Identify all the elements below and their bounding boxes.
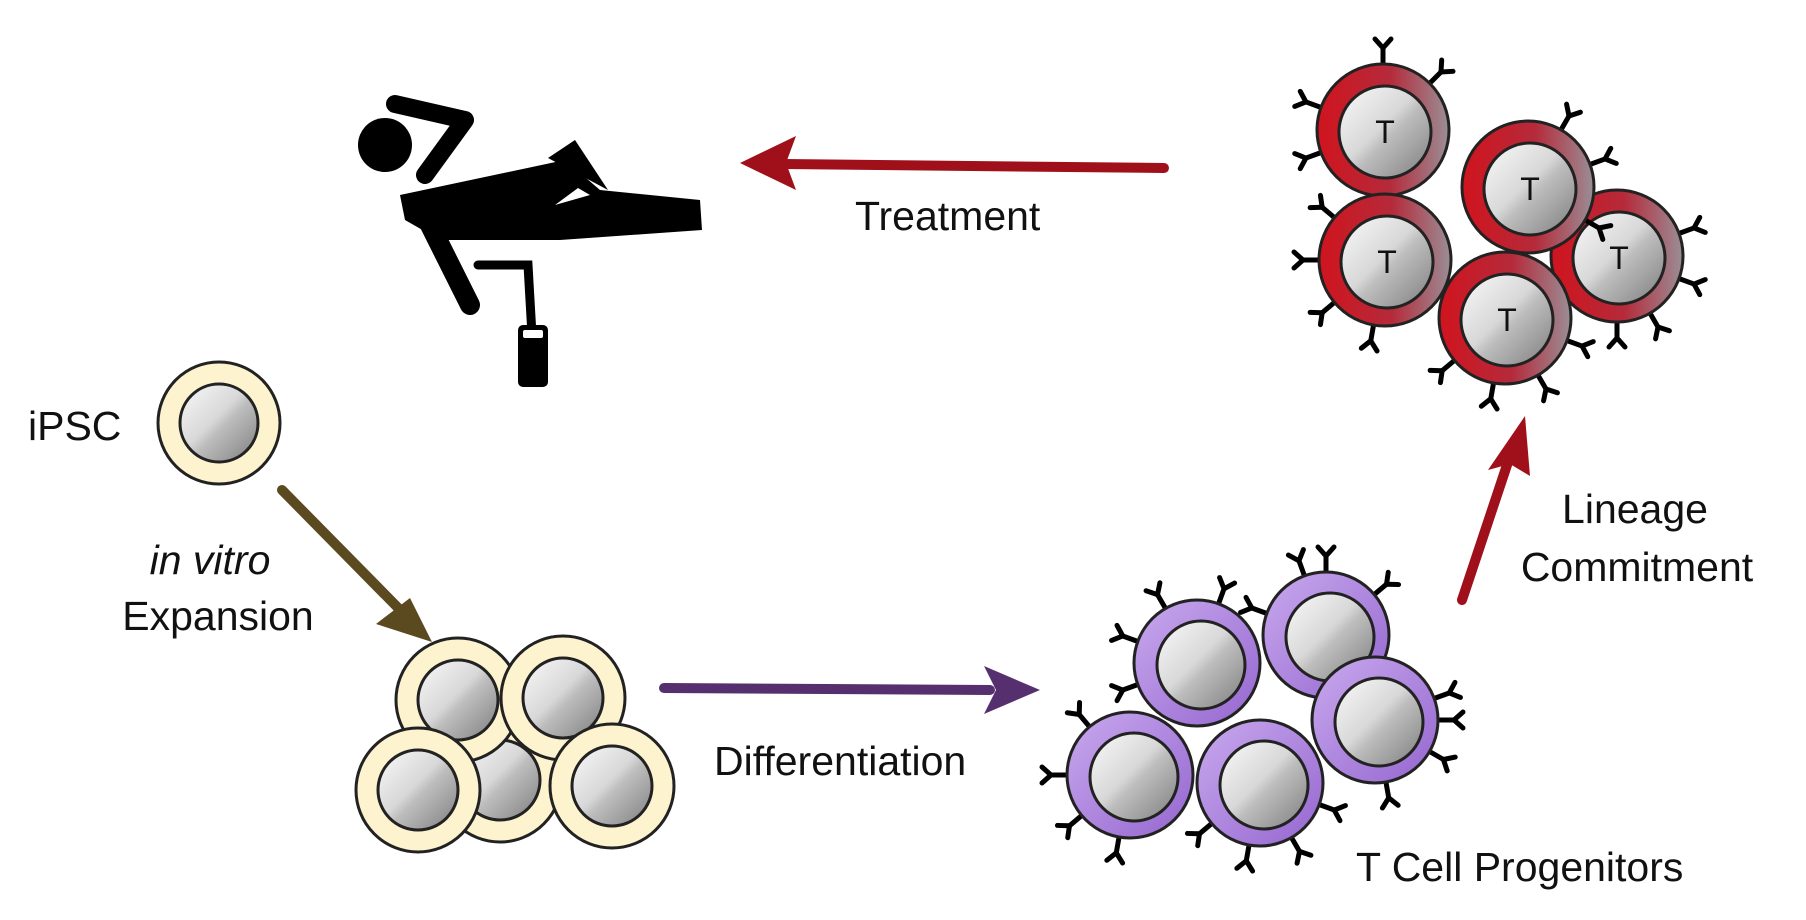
receptor-glyph — [1234, 840, 1256, 874]
patient-in-bed-with-iv-icon — [358, 95, 702, 387]
receptor-glyph — [1433, 709, 1466, 731]
t-cell-marker-label: T — [1375, 114, 1395, 150]
receptor-glyph — [1238, 594, 1272, 617]
receptor-glyph — [1429, 679, 1463, 702]
receptor-glyph — [1104, 832, 1126, 866]
receptor-glyph — [1285, 547, 1308, 581]
in-vitro-label: in vitro — [149, 537, 271, 583]
receptor-glyph — [1425, 57, 1456, 88]
receptor-glyph — [1557, 101, 1583, 135]
t-cell-progenitor — [1184, 718, 1348, 874]
ipsc-cell — [548, 722, 676, 850]
expanded-ipsc-cluster — [354, 634, 676, 854]
receptor-glyph — [1288, 833, 1314, 866]
receptor-glyph — [1109, 622, 1143, 645]
receptor-glyph — [1585, 145, 1619, 168]
receptor-glyph — [1307, 192, 1339, 222]
receptor-glyph — [1109, 681, 1143, 704]
lineage-commitment-arrow — [1457, 416, 1530, 605]
mature-t-cell: T — [1291, 192, 1453, 354]
receptor-glyph — [1562, 337, 1596, 360]
lineage-label: Lineage — [1562, 486, 1708, 532]
t-cell-progenitor — [1310, 655, 1466, 811]
t-cell-marker-label: T — [1609, 240, 1629, 276]
receptor-glyph — [1534, 370, 1560, 404]
receptor-glyph — [1606, 317, 1628, 350]
receptor-glyph — [1674, 275, 1708, 298]
receptor-glyph — [1358, 320, 1380, 354]
receptor-glyph — [1143, 580, 1169, 613]
differentiation-label: Differentiation — [714, 738, 967, 784]
receptor-glyph — [1291, 249, 1324, 271]
treatment-label: Treatment — [855, 193, 1041, 239]
mature-t-cell: T — [1292, 36, 1456, 198]
t-cell-marker-label: T — [1520, 171, 1540, 207]
ipsc-cell — [354, 726, 482, 854]
mature-t-cell: T — [1460, 101, 1619, 255]
expansion-arrow — [277, 485, 432, 642]
receptor-glyph — [1372, 36, 1394, 69]
receptor-glyph — [1039, 764, 1072, 786]
receptor-glyph — [1054, 811, 1086, 841]
receptor-glyph — [1379, 777, 1401, 811]
receptor-glyph — [1292, 149, 1326, 172]
t-cell-progenitor — [1109, 575, 1262, 728]
mature-t-cell-cluster: T T T T T — [1291, 36, 1708, 412]
t-cell-progenitors-label: T Cell Progenitors — [1356, 844, 1684, 890]
receptor-glyph — [1425, 748, 1458, 774]
receptor-glyph — [1674, 214, 1708, 237]
receptor-glyph — [1314, 801, 1348, 824]
receptor-glyph — [1315, 544, 1337, 577]
treatment-arrow — [740, 136, 1169, 190]
receptor-glyph — [1646, 308, 1672, 342]
t-cell-progenitor — [1039, 699, 1195, 866]
t-cell-marker-label: T — [1377, 244, 1397, 280]
receptor-glyph — [1215, 575, 1238, 609]
expansion-label: Expansion — [122, 593, 314, 639]
ipsc-label: iPSC — [28, 403, 122, 449]
receptor-glyph — [1292, 88, 1326, 111]
ipsc-cell — [156, 360, 282, 486]
receptor-glyph — [1370, 569, 1402, 599]
receptor-glyph — [1184, 819, 1216, 849]
receptor-glyph — [1427, 356, 1459, 386]
receptor-glyph — [1064, 699, 1094, 731]
receptor-glyph — [1478, 378, 1500, 412]
differentiation-arrow — [659, 666, 1040, 714]
commitment-label: Commitment — [1520, 544, 1754, 590]
t-cell-marker-label: T — [1497, 302, 1517, 338]
t-cell-progenitor-cluster — [1039, 544, 1466, 874]
mature-t-cell: T — [1427, 250, 1596, 412]
receptor-glyph — [1307, 298, 1339, 328]
